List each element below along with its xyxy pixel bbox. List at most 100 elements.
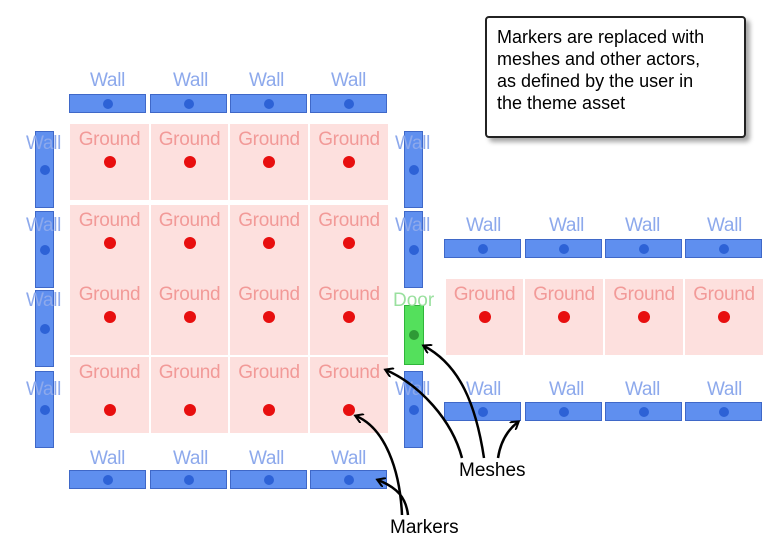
ground-cell: Ground — [70, 357, 149, 433]
ground-cell: Ground — [525, 279, 603, 355]
callout-line: as defined by the user in — [497, 71, 694, 91]
ground-cell: Ground — [230, 205, 308, 281]
door-label: Door — [393, 290, 435, 311]
wall-mesh — [525, 239, 602, 258]
markers-arrow — [356, 416, 404, 516]
wall-mesh — [150, 94, 227, 113]
wall-mesh — [685, 402, 762, 421]
wall-label: Wall — [625, 215, 661, 236]
ground-label: Ground — [318, 284, 380, 305]
wall-label: Wall — [90, 448, 126, 469]
ground-cell: Ground — [151, 124, 228, 200]
explanation-callout: Markers are replaced with meshes and oth… — [485, 16, 746, 138]
wall-mesh — [230, 470, 307, 489]
ground-marker — [343, 237, 355, 249]
ground-label: Ground — [693, 284, 755, 305]
ground-label: Ground — [78, 129, 141, 150]
ground-cell: Ground — [70, 279, 149, 355]
ground-marker — [103, 237, 116, 249]
wall-marker — [638, 243, 649, 254]
markers-annotation: Markers — [390, 517, 459, 538]
ground-marker — [263, 404, 275, 416]
wall-mesh — [150, 470, 227, 489]
wall-label: Wall — [173, 448, 209, 469]
ground-cell: Ground — [685, 279, 763, 355]
wall-mesh — [230, 94, 307, 113]
wall-mesh — [310, 94, 387, 113]
wall-marker — [263, 474, 274, 485]
wall-marker — [102, 98, 113, 109]
ground-cell: Ground — [230, 357, 308, 433]
wall-mesh — [310, 470, 387, 489]
wall-mesh — [444, 239, 521, 258]
markers-arrow — [378, 480, 410, 516]
wall-marker — [477, 406, 488, 417]
ground-marker — [263, 311, 275, 323]
ground-label: Ground — [238, 210, 300, 231]
ground-cell: Ground — [310, 205, 388, 281]
ground-label: Ground — [78, 210, 141, 231]
wall-label: Wall — [395, 215, 431, 236]
wall-label: Wall — [549, 379, 585, 400]
ground-cell: Ground — [310, 124, 388, 200]
door-marker — [409, 330, 419, 340]
ground-marker — [343, 311, 355, 323]
wall-marker — [638, 406, 649, 417]
wall-label: Wall — [173, 70, 209, 91]
ground-cell: Ground — [446, 279, 523, 355]
meshes-arrow — [496, 422, 518, 459]
wall-marker — [183, 474, 194, 485]
wall-marker — [39, 244, 50, 255]
ground-marker — [103, 404, 116, 416]
wall-label: Wall — [466, 379, 502, 400]
ground-marker — [103, 311, 116, 323]
ground-marker — [263, 156, 275, 168]
ground-label: Ground — [158, 284, 221, 305]
ground-marker — [478, 311, 491, 323]
wall-mesh — [35, 371, 54, 448]
ground-label: Ground — [238, 129, 300, 150]
ground-marker — [183, 311, 196, 323]
wall-mesh — [35, 211, 54, 288]
wall-label: Wall — [331, 448, 367, 469]
wall-marker — [39, 164, 50, 175]
ground-marker — [183, 156, 196, 168]
wall-mesh — [69, 94, 146, 113]
wall-mesh — [404, 131, 423, 208]
ground-marker — [183, 404, 196, 416]
wall-label: Wall — [249, 448, 285, 469]
wall-label: Wall — [395, 133, 431, 154]
wall-marker — [39, 323, 50, 334]
ground-cell: Ground — [151, 205, 228, 281]
ground-label: Ground — [533, 284, 595, 305]
ground-label: Ground — [158, 362, 221, 383]
wall-label: Wall — [707, 215, 743, 236]
wall-marker — [102, 474, 113, 485]
ground-marker — [343, 156, 355, 168]
wall-label: Wall — [707, 379, 743, 400]
meshes-annotation: Meshes — [459, 460, 526, 481]
ground-cell: Ground — [310, 357, 388, 433]
wall-mesh — [685, 239, 762, 258]
wall-marker — [718, 243, 729, 254]
wall-mesh — [35, 290, 54, 367]
wall-label: Wall — [249, 70, 285, 91]
ground-label: Ground — [238, 284, 300, 305]
ground-marker — [183, 237, 196, 249]
meshes-arrow — [424, 346, 486, 459]
wall-label: Wall — [26, 379, 62, 400]
ground-marker — [263, 237, 275, 249]
ground-cell: Ground — [151, 357, 228, 433]
wall-label: Wall — [331, 70, 367, 91]
ground-label: Ground — [318, 210, 380, 231]
wall-label: Wall — [466, 215, 502, 236]
wall-mesh — [69, 470, 146, 489]
ground-marker — [558, 311, 570, 323]
wall-mesh — [605, 402, 682, 421]
wall-marker — [718, 406, 729, 417]
ground-cell: Ground — [310, 279, 388, 355]
callout-line: Markers are replaced with — [497, 27, 705, 47]
callout-line: meshes and other actors, — [497, 49, 701, 69]
